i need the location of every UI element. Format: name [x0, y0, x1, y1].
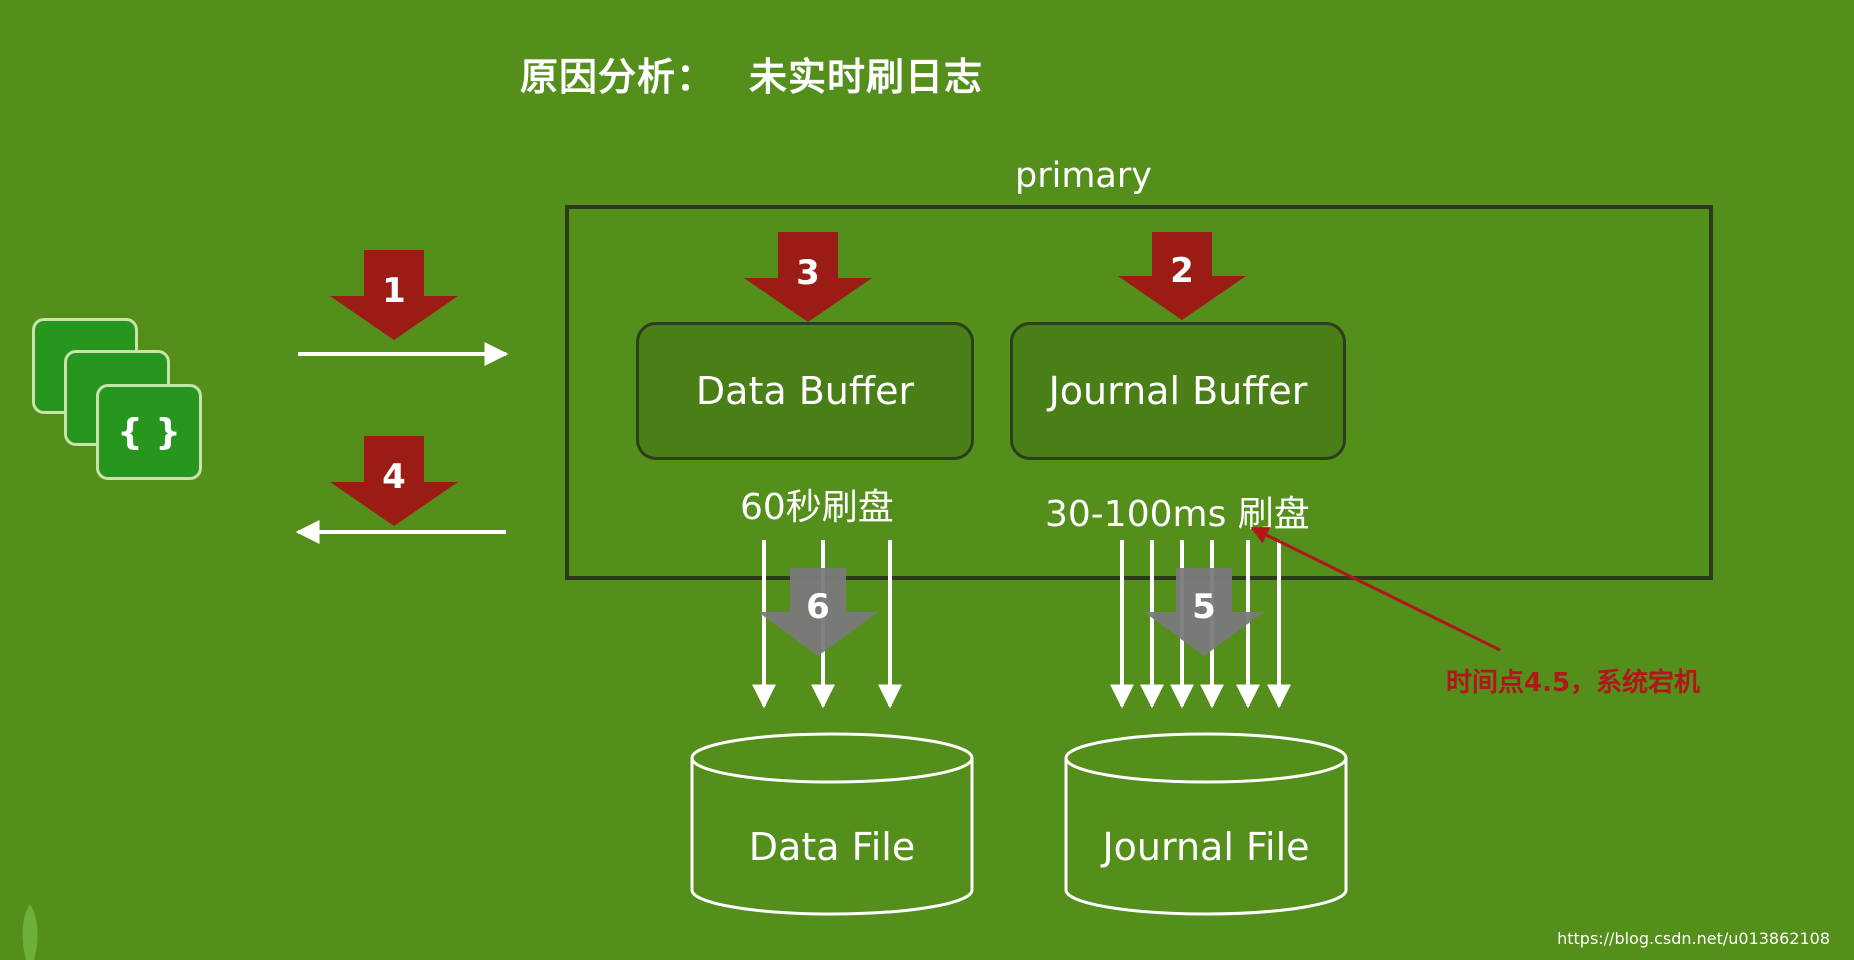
step-3-number: 3	[796, 253, 820, 293]
crash-annotation: 时间点4.5，系统宕机	[1446, 668, 1701, 698]
title-part1: 原因分析：	[520, 55, 716, 99]
data-file-cylinder: Data File	[690, 732, 974, 916]
primary-label: primary	[1015, 156, 1152, 196]
journal-file-cylinder: Journal File	[1064, 732, 1348, 916]
step-4-number: 4	[382, 457, 406, 497]
step-1-arrow: 1	[330, 250, 458, 340]
json-braces: { }	[117, 411, 181, 453]
step-3-arrow: 3	[744, 232, 872, 322]
page-title: 原因分析： 未实时刷日志	[520, 46, 983, 101]
step-2-arrow: 2	[1118, 232, 1246, 320]
journal-buffer-label: Journal Buffer	[1048, 369, 1308, 413]
title-part2: 未实时刷日志	[749, 55, 984, 99]
crash-pointer-arrow	[1250, 526, 1501, 652]
step-2-number: 2	[1170, 251, 1194, 291]
journal-file-label: Journal File	[1100, 825, 1309, 869]
data-flush-label: 60秒刷盘	[740, 487, 894, 528]
step-5-number: 5	[1192, 587, 1216, 627]
step-5-arrow: 5	[1144, 568, 1264, 656]
data-buffer-label: Data Buffer	[695, 369, 915, 413]
primary-box	[565, 205, 1713, 580]
json-document-icon: { }	[96, 384, 202, 480]
step-4-arrow: 4	[330, 436, 458, 526]
step-6-arrow: 6	[758, 568, 878, 656]
data-file-label: Data File	[749, 825, 915, 869]
leaf-icon	[22, 904, 38, 960]
step-6-number: 6	[806, 587, 830, 627]
watermark: https://blog.csdn.net/u013862108	[1557, 929, 1830, 948]
journal-buffer: Journal Buffer	[1010, 322, 1346, 460]
data-buffer: Data Buffer	[636, 322, 974, 460]
step-1-number: 1	[382, 271, 406, 311]
